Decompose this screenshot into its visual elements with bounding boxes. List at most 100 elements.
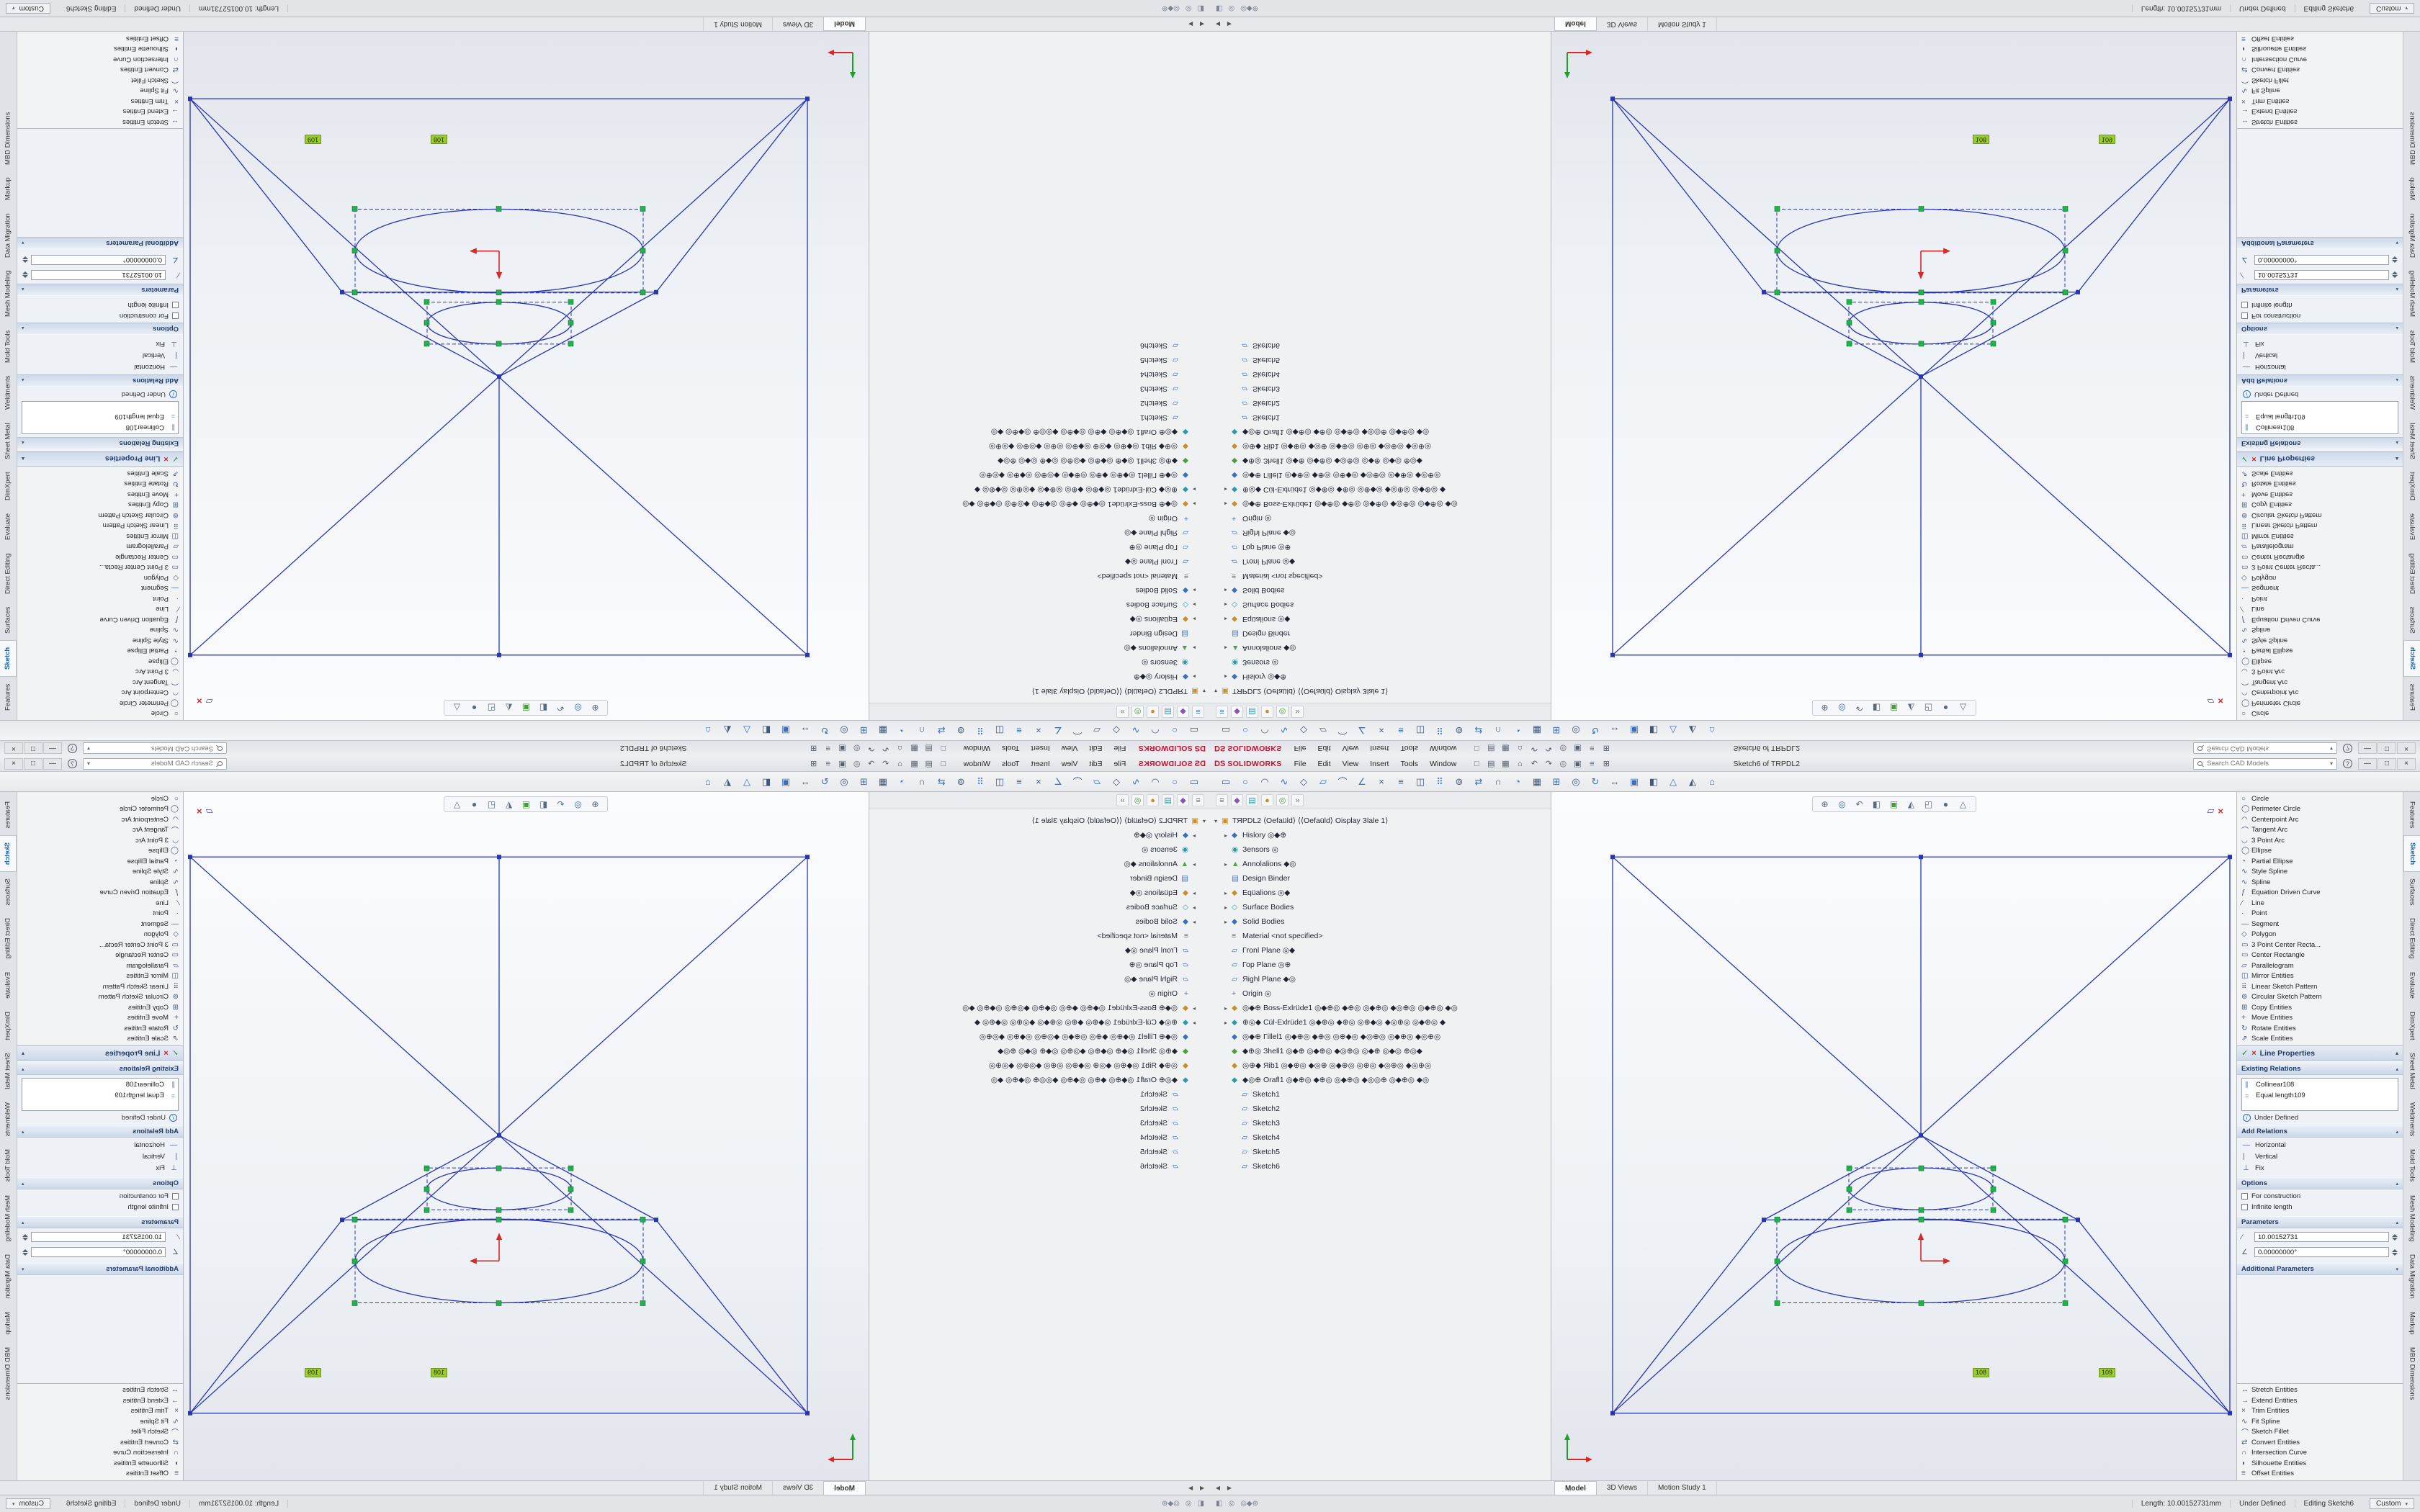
checkbox-icon[interactable] (172, 302, 179, 308)
sketch-tool-item[interactable]: ○ Circle (17, 793, 183, 804)
sketch-tool-item[interactable]: ◇ Polygon (17, 930, 183, 940)
sketch-tool-item[interactable]: + Move Entities (2237, 1013, 2403, 1024)
command-icon[interactable]: ▱ (1319, 775, 1327, 787)
spinner-control[interactable] (2392, 1248, 2398, 1256)
headsup-icon[interactable]: ↶ (557, 703, 565, 713)
expander-icon[interactable]: ▸ (1224, 587, 1228, 594)
search-input[interactable] (93, 759, 215, 768)
option-checkbox[interactable]: For construction (22, 310, 179, 321)
vertical-tab[interactable]: Features (2408, 801, 2416, 829)
tree-row[interactable]: ▱ Яighl Рlаnе ◆◎ (1211, 972, 1549, 986)
toolbar-icon[interactable]: ⊞ (1603, 744, 1610, 752)
section-additional-parameters[interactable]: Additional Parameters ▾ (2237, 237, 2403, 249)
sketch-tool-item[interactable]: ⊞ Copy Entities (2237, 500, 2403, 510)
help-icon[interactable]: ? (68, 744, 77, 753)
sketch-tool-item[interactable]: ◫ Mirror Entities (2237, 971, 2403, 982)
command-icon[interactable]: ○ (1172, 776, 1178, 787)
tree-row[interactable]: + Оrigin ◎ (871, 511, 1209, 526)
headsup-icon[interactable]: ◧ (1872, 799, 1881, 809)
spinner-control[interactable] (22, 1248, 28, 1256)
command-icon[interactable]: ≡ (1016, 725, 1022, 736)
command-icon[interactable]: ∩ (1494, 725, 1502, 736)
toolbar-icon[interactable]: ▣ (838, 760, 846, 768)
tree-row[interactable]: ▱ Sketch6 (1211, 338, 1549, 353)
sketch-tool-item[interactable]: ◯ Perimeter Circle (2237, 804, 2403, 815)
toolbar-icon[interactable]: ↶ (882, 760, 889, 768)
sketch-tool-item[interactable]: ◠ Centerpoint Arc (2237, 814, 2403, 825)
search-dropdown-icon[interactable]: ▾ (2329, 745, 2333, 752)
command-icon[interactable]: ▣ (1629, 725, 1639, 737)
sketch-tool-item[interactable]: ◫ Mirror Entities (17, 531, 183, 541)
tree-row[interactable]: ▱ Sketch2 (1211, 396, 1549, 410)
command-icon[interactable]: ↻ (820, 725, 829, 737)
sketch-tool-item[interactable]: · Point (17, 909, 183, 919)
cancel-sketch-icon[interactable]: × (2218, 696, 2223, 707)
sketch-tool-item[interactable]: ≡ Offset Entities (2237, 33, 2403, 44)
command-icon[interactable]: ∩ (918, 776, 926, 787)
command-icon[interactable]: ∠ (1054, 775, 1062, 787)
expander-icon[interactable]: ▾ (1214, 817, 1218, 824)
menu-item[interactable]: File (1294, 759, 1307, 768)
sketch-tool-item[interactable]: ⇄ Convert Entities (2237, 65, 2403, 76)
tree-row[interactable]: ▸ ◇ Surface Bodies (871, 900, 1209, 914)
document-tab[interactable]: Motion Study 1 (1647, 17, 1717, 31)
tree-row[interactable]: ▱ Гор Рlаnе ◎⊕ (871, 540, 1209, 554)
toolbar-icon[interactable]: ▤ (925, 760, 933, 768)
headsup-icon[interactable]: ↶ (1855, 703, 1863, 713)
headsup-icon[interactable]: ⊕ (591, 703, 599, 713)
panel-tab-icon[interactable]: ≡ (1192, 794, 1204, 806)
tree-row[interactable]: ▱ Sketch4 (1211, 367, 1549, 382)
headsup-icon[interactable]: ▣ (521, 703, 531, 713)
command-icon[interactable]: ⊞ (859, 775, 868, 787)
sketch-tool-item[interactable]: ⇗ Scale Entities (17, 1034, 183, 1045)
tree-row[interactable]: ▸ ◆ Нislоrу ◎◆⊕ (871, 670, 1209, 684)
panel-tab-icon[interactable]: ▤ (1246, 706, 1258, 718)
units-selector[interactable]: Custom ▾ (2370, 3, 2414, 14)
expander-icon[interactable]: ▸ (1224, 616, 1228, 623)
toolbar-icon[interactable]: ⌂ (1518, 744, 1523, 753)
vertical-tab[interactable]: Sketch (0, 640, 17, 678)
sketch-tool-item[interactable]: ⌒ Sketch Fillet (17, 1427, 183, 1437)
tree-row[interactable]: ▱ Гrоnl Рlаnе ◎◆ (871, 554, 1209, 569)
headsup-icon[interactable]: ◭ (505, 799, 513, 809)
command-icon[interactable]: ▣ (781, 775, 791, 787)
tree-row[interactable]: ▸ ◇ Surface Bodies (871, 598, 1209, 612)
sketch-tool-item[interactable]: ↻ Rotate Entities (17, 1023, 183, 1034)
expander-icon[interactable]: ▸ (1224, 832, 1228, 839)
vertical-tab[interactable]: Sketch (2403, 640, 2420, 678)
headsup-icon[interactable]: ⊕ (591, 799, 599, 809)
sketch-points[interactable] (1610, 855, 2232, 1416)
command-icon[interactable]: △ (743, 725, 750, 737)
toolbar-icon[interactable]: ◎ (1559, 744, 1567, 752)
sketch-tool-item[interactable]: ∕ Line (17, 898, 183, 909)
command-icon[interactable]: ↔ (1610, 776, 1620, 787)
command-icon[interactable]: △ (1670, 725, 1677, 737)
sketch-tool-item[interactable]: ƒ Equation Driven Curve (2237, 888, 2403, 899)
command-icon[interactable]: ⇄ (937, 725, 946, 737)
sketch-tool-item[interactable]: ∿ Fit Spline (17, 86, 183, 96)
command-icon[interactable]: ▱ (1319, 725, 1327, 737)
tree-row[interactable]: ▸ ◆ Solid Bodies (871, 583, 1209, 598)
scroll-right-icon[interactable]: ▶ (1188, 1485, 1193, 1491)
expander-icon[interactable]: ▸ (1224, 500, 1228, 508)
command-icon[interactable]: ◎ (1572, 725, 1580, 737)
minimize-button[interactable]: — (43, 742, 62, 755)
vertical-tab[interactable]: Surfaces (4, 606, 12, 634)
sketch-tool-item[interactable]: → Extend Entities (2237, 107, 2403, 117)
tree-row[interactable]: + Оrigin ◎ (1211, 986, 1549, 1001)
tree-row[interactable]: ▸ ◆ ◎◆⊕ Воss-Ехlrüdе1 ◎◆⊕◎ ◆⊕◎ ◎◆⊕◎ ◆◎⊕◎… (1211, 497, 1549, 511)
panel-tab-icon[interactable]: ● (1261, 706, 1273, 718)
vertical-tab[interactable]: Weldments (2408, 1102, 2416, 1137)
command-icon[interactable]: ⌒ (1072, 724, 1083, 735)
sketch-tool-item[interactable]: ⊚ Circular Sketch Pattern (17, 992, 183, 1003)
expander-icon[interactable]: ▸ (1224, 601, 1228, 608)
cancel-sketch-icon[interactable]: × (197, 805, 202, 816)
vertical-tab[interactable]: Direct Editing (4, 918, 12, 959)
exit-sketch-icon[interactable]: ▱ (205, 805, 213, 816)
menu-item[interactable]: Edit (1317, 759, 1331, 768)
sketch-tool-item[interactable]: ◇ Polygon (17, 572, 183, 583)
section-parameters[interactable]: Parameters ▴ (17, 1216, 183, 1228)
sketch-tool-item[interactable]: · Point (17, 593, 183, 604)
toolbar-icon[interactable]: ≡ (1590, 744, 1595, 753)
